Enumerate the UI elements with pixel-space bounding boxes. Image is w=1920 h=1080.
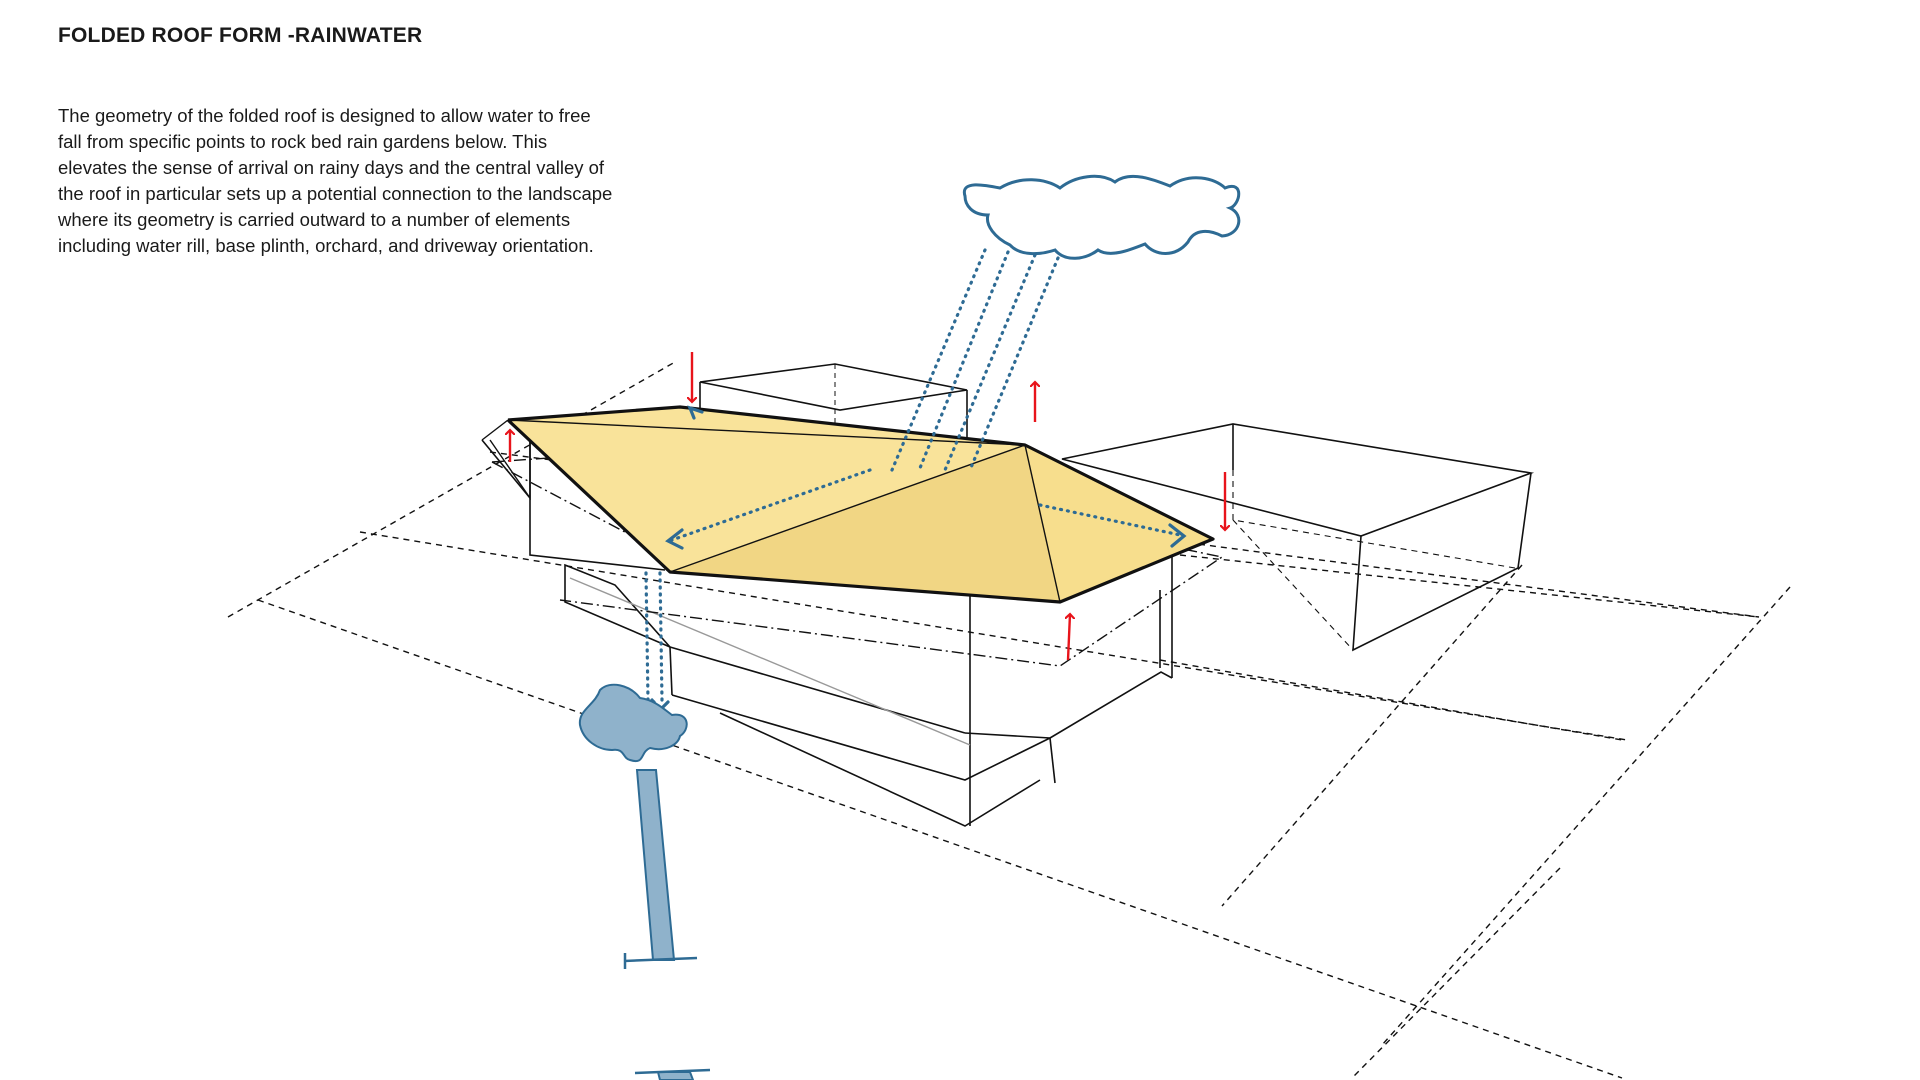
upper-volume (699, 363, 968, 438)
rain-garden-pool (578, 683, 688, 763)
description-text: The geometry of the folded roof is desig… (58, 105, 613, 256)
secondary-building-hidden (1232, 470, 1516, 651)
rain-lines (890, 248, 1060, 472)
lower-fold-line (569, 577, 971, 746)
plinth-outline-left (491, 461, 641, 541)
red-arrow-icon (510, 352, 1225, 661)
folded-roof (481, 405, 1215, 604)
page-title: FOLDED ROOF FORM -RAINWATER (58, 24, 423, 47)
water-rill (623, 769, 711, 1080)
secondary-building (1061, 423, 1535, 652)
cloud-icon (962, 174, 1241, 260)
